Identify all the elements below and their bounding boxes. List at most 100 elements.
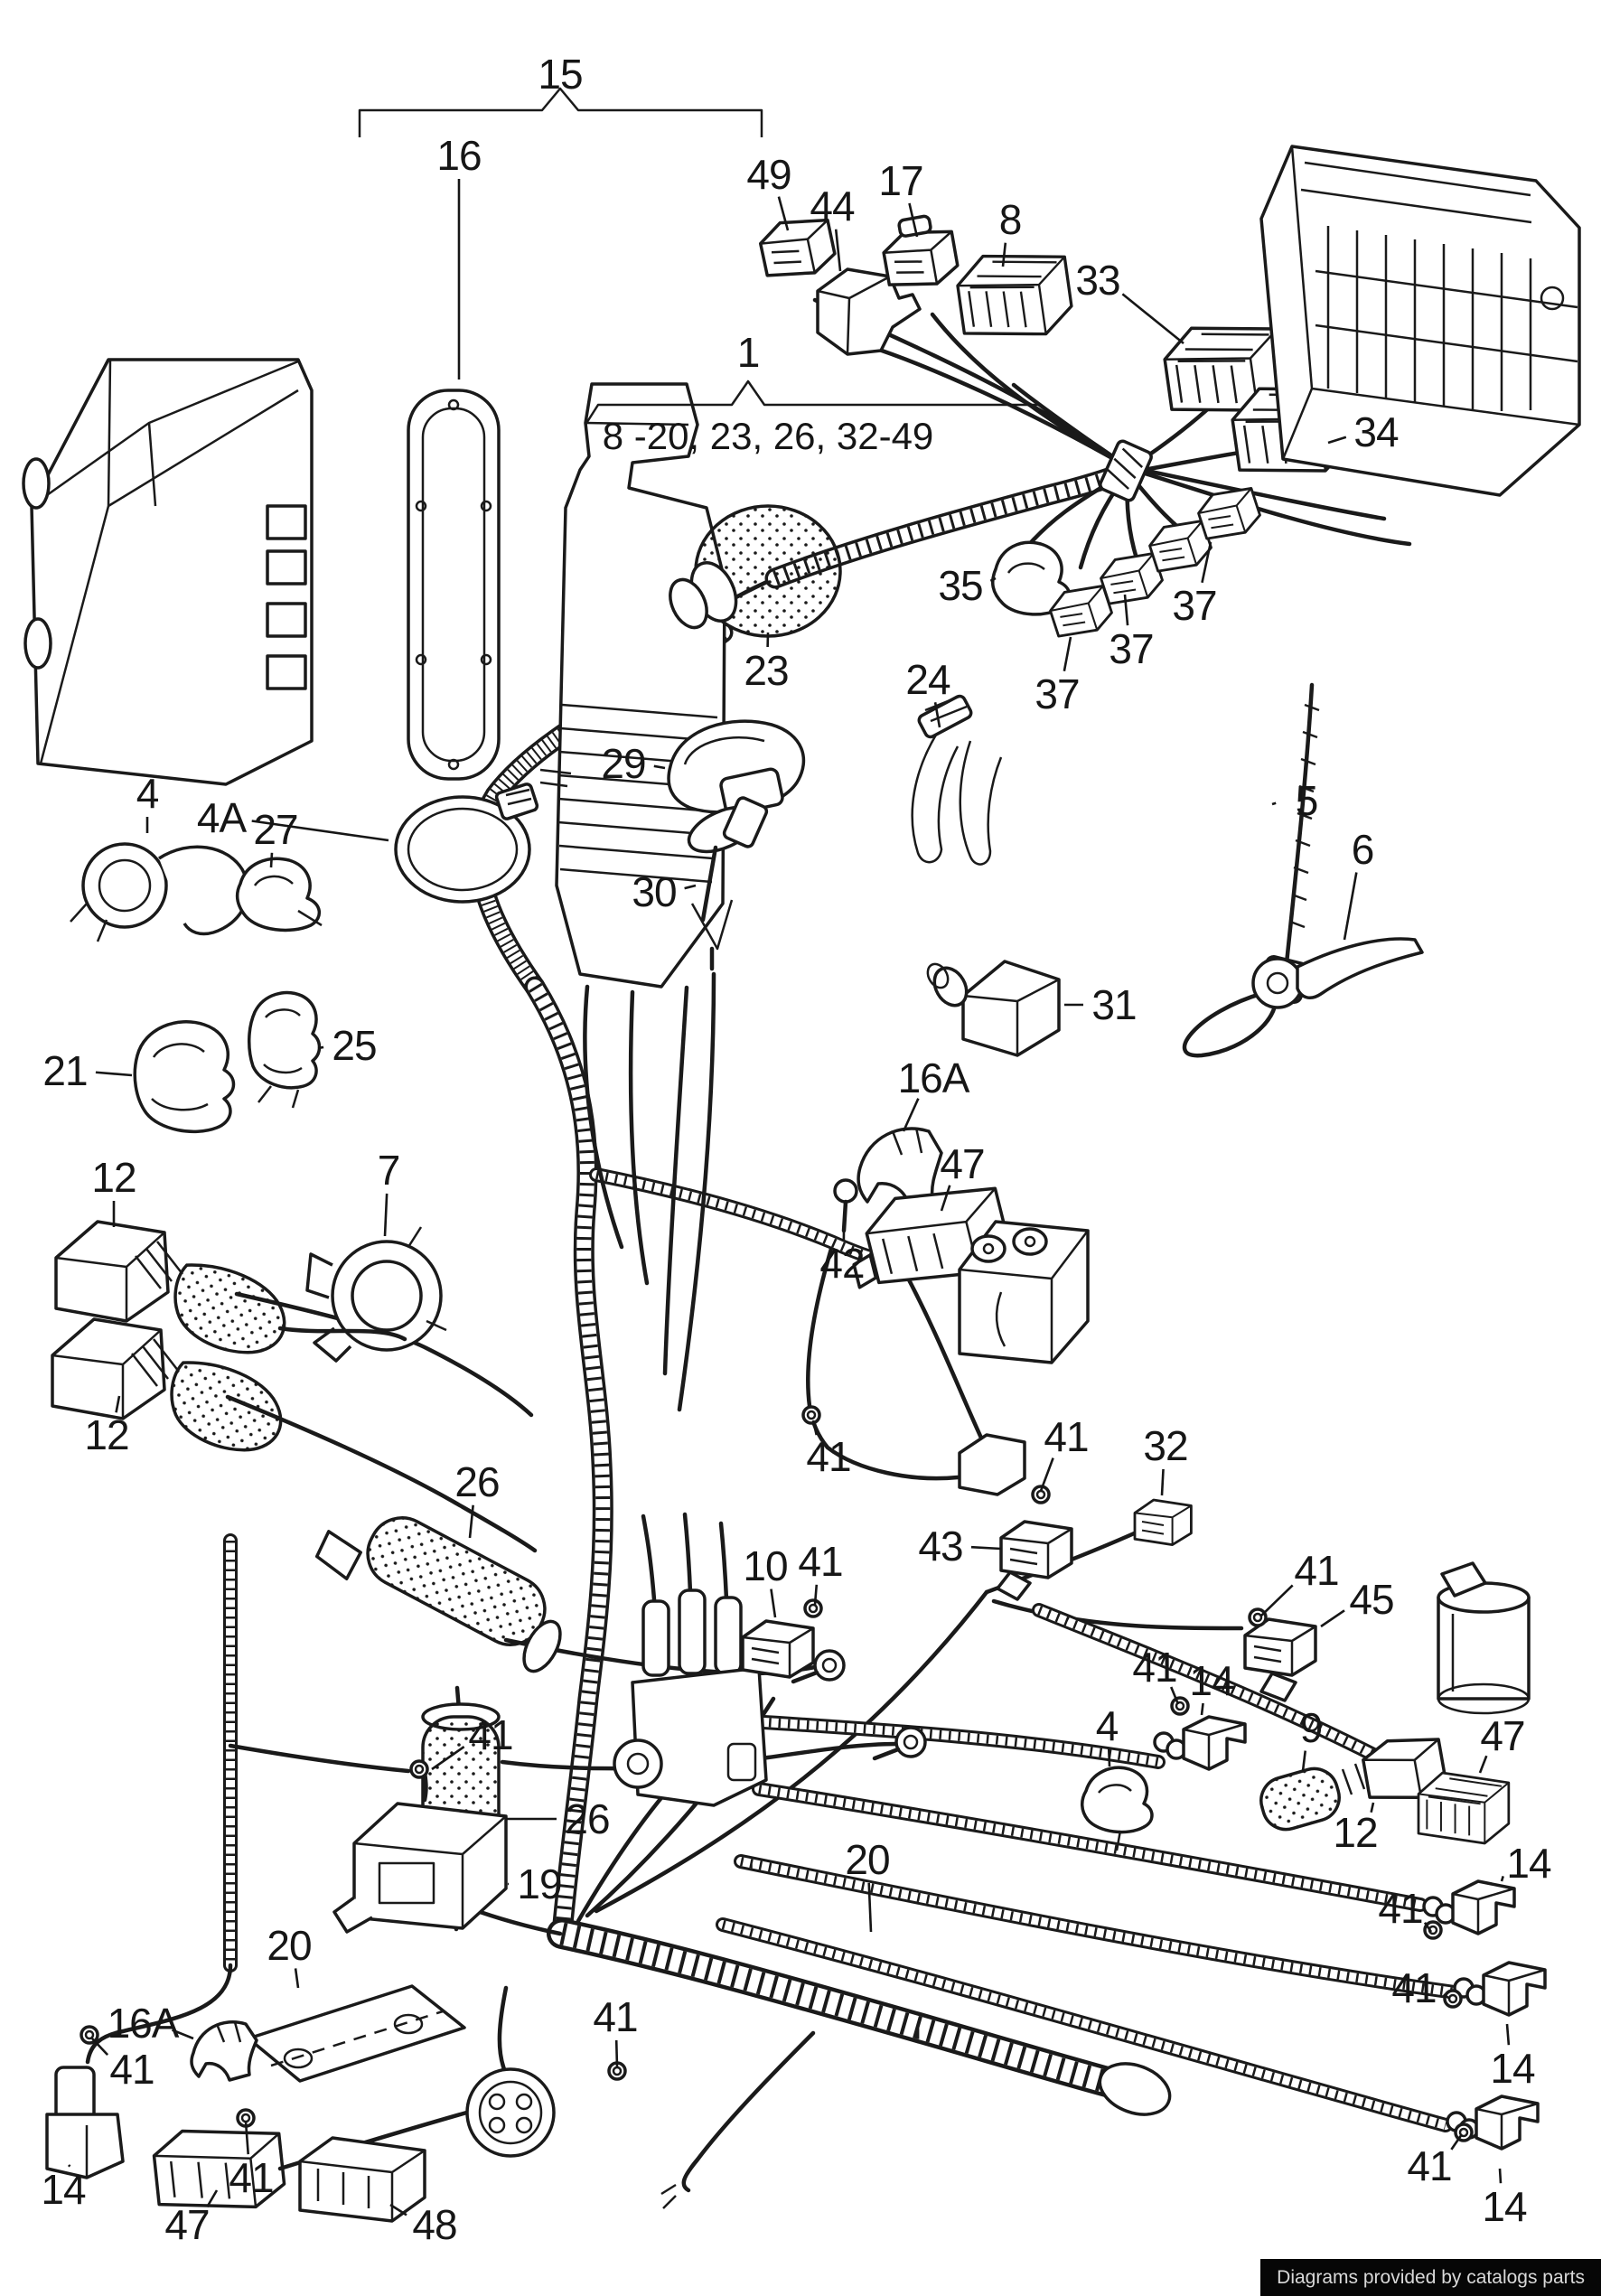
leader-48-63 [389, 2203, 407, 2216]
callout-21-24: 21 [42, 1047, 88, 1094]
clip-24-claw [911, 694, 1003, 866]
leader-17-5 [908, 202, 919, 238]
callout-24-16: 24 [905, 656, 950, 703]
callout-4-44: 4 [1095, 1702, 1119, 1749]
callout-44-4: 44 [810, 183, 855, 230]
connector-12-lower [51, 1317, 283, 1452]
callout-37-14: 37 [1172, 582, 1217, 629]
callout-37-13: 37 [1109, 625, 1154, 672]
clip-29 [539, 719, 806, 816]
leader-41-40 [1170, 1686, 1180, 1705]
connector-48 [298, 2067, 556, 2223]
leader-26-53 [468, 1504, 474, 1539]
leader-41-54 [431, 1746, 465, 1771]
push-clip-30 [687, 796, 769, 971]
leader-41-50 [1450, 2133, 1464, 2151]
leader-16A-58 [172, 2029, 194, 2040]
ecu-connector-boot [555, 382, 726, 1412]
callout-6-18: 6 [1351, 826, 1375, 873]
fuse-relay-box [1259, 145, 1581, 497]
leader-10-33 [770, 1588, 777, 1618]
leader-27-23 [269, 852, 274, 868]
callout-45-39: 45 [1349, 1576, 1394, 1623]
callout-19-55: 19 [517, 1860, 562, 1907]
leader-33-7 [1121, 293, 1184, 345]
leader-37-14 [1201, 541, 1212, 584]
callout-20-57: 20 [267, 1922, 312, 1969]
leader-34-8 [1327, 436, 1347, 445]
callout-12-28: 12 [84, 1411, 129, 1458]
leader-41-59 [91, 2038, 109, 2056]
callout-25-25: 25 [332, 1022, 377, 1069]
leader-47-61 [206, 2189, 219, 2208]
leader-43-35 [970, 1545, 1002, 1551]
leader-32-36 [1160, 1468, 1165, 1496]
callout-41-34: 41 [798, 1538, 843, 1585]
harness-branches [85, 1167, 1462, 2209]
canister [1437, 1561, 1531, 1715]
callout-16A-29: 16A [897, 1054, 970, 1101]
callout-82023263249-10: 8 -20, 23, 26, 32-49 [602, 415, 934, 457]
callout-26-53: 26 [454, 1458, 500, 1505]
leader-4A-2 [251, 820, 389, 842]
leader-5-17 [1271, 801, 1277, 806]
callout-16A-58: 16A [107, 2000, 180, 2047]
callout-41-49: 41 [1391, 1964, 1437, 2011]
callout-47-61: 47 [164, 2201, 210, 2248]
callout-47-45: 47 [1480, 1712, 1525, 1759]
bracket-tool-6 [1251, 937, 1424, 1009]
clip-27 [235, 857, 323, 932]
leader-41-47 [1423, 1922, 1433, 1933]
callout-49-3: 49 [746, 151, 791, 198]
leader-14-41 [1200, 1702, 1204, 1716]
footer-credit: Diagrams provided by catalogs parts [1260, 2259, 1601, 2296]
callout-30-20: 30 [632, 868, 677, 915]
leader-37-12 [1063, 636, 1072, 671]
callout-41-40: 41 [1132, 1644, 1177, 1691]
connector-12-right [1362, 1738, 1447, 1799]
callout-47-30: 47 [940, 1140, 985, 1187]
connector-47-lower [152, 2129, 286, 2209]
leader-6-18 [1343, 872, 1358, 941]
callout-4A-2: 4A [196, 794, 247, 841]
leader-25-25 [317, 1045, 324, 1050]
leader-29-19 [653, 764, 666, 770]
ecu-control-unit [22, 358, 314, 786]
sensor-14-lower [45, 2066, 125, 2179]
leader-20-52 [867, 1882, 873, 1933]
leader-21-24 [95, 1071, 133, 1077]
leader-41-38 [1260, 1584, 1294, 1617]
callout-14-60: 14 [41, 2166, 86, 2213]
clip-4-small [1081, 1766, 1154, 1851]
connector-43 [996, 1520, 1073, 1601]
leader-41-62 [244, 2121, 250, 2155]
assembly-bracket-1 [584, 380, 1039, 426]
leader-41-32 [811, 1420, 818, 1436]
callout-35-11: 35 [938, 562, 983, 609]
callout-8-6: 8 [998, 196, 1023, 243]
leader-24-16 [933, 702, 941, 728]
callout-1-9: 1 [736, 329, 761, 376]
relay-19 [332, 1759, 508, 1934]
grommet-23 [669, 504, 842, 638]
leader-41-49 [1442, 1993, 1451, 2001]
callout-41-47: 41 [1378, 1885, 1423, 1932]
callout-41-37: 41 [1044, 1413, 1089, 1460]
leader-35-11 [989, 576, 997, 582]
callout-41-62: 41 [229, 2154, 274, 2201]
clip-16a-lower [190, 2020, 258, 2082]
group-bracket-15 [358, 87, 763, 137]
leader-44-4 [834, 229, 842, 272]
callout-14-48: 14 [1490, 2045, 1535, 2092]
connector-12-upper [54, 1220, 407, 1354]
leader-20-57 [294, 1968, 300, 1989]
leader-47-45 [1478, 1755, 1488, 1774]
bracket-plate-20 [247, 1984, 466, 2083]
callout-9-42: 9 [1299, 1704, 1324, 1751]
leader-16A-29 [902, 1098, 920, 1132]
footer-credit-text: Diagrams provided by catalogs parts [1277, 2267, 1585, 2288]
callout-15-0: 15 [538, 51, 583, 98]
callout-41-38: 41 [1294, 1547, 1339, 1594]
